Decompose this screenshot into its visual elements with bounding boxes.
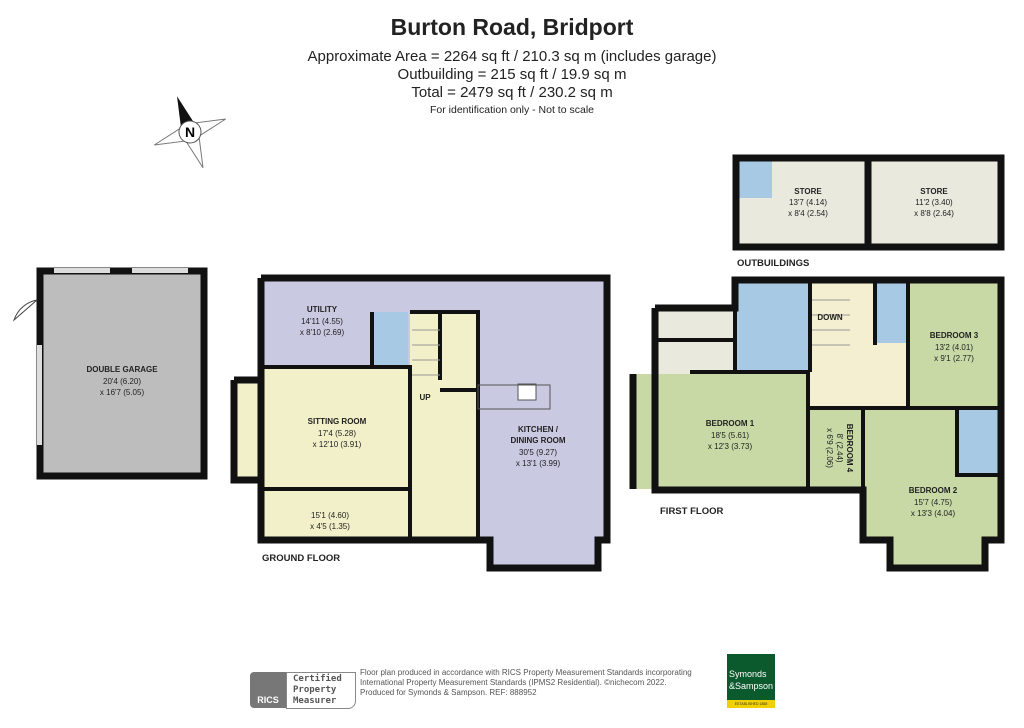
- certified-badge: Certified Property Measurer: [286, 672, 356, 709]
- bedroom-2-dim: x 13'3 (4.04): [911, 509, 956, 518]
- footer-line: Produced for Symonds & Sampson. REF: 888…: [360, 688, 537, 697]
- kitchen-dim: 30'5 (9.27): [519, 448, 557, 457]
- bedroom-1-label: BEDROOM 1: [706, 419, 755, 428]
- brand-name: &Sampson: [729, 681, 774, 691]
- brand-logo: Symonds &Sampson ESTABLISHED 1858: [727, 654, 775, 708]
- garage-dim: 20'4 (6.20): [103, 377, 141, 386]
- footer-notes: Floor plan produced in accordance with R…: [360, 668, 715, 698]
- store-1-label: STORE: [794, 187, 822, 196]
- kitchen-label: KITCHEN /: [518, 425, 559, 434]
- bedroom-1-dim: x 12'3 (3.73): [708, 442, 753, 451]
- compass-north-label: N: [185, 124, 195, 140]
- store-1-dim: x 8'4 (2.54): [788, 209, 828, 218]
- footer-line: Floor plan produced in accordance with R…: [360, 668, 692, 677]
- sitting-room-label: SITTING ROOM: [308, 417, 367, 426]
- bedroom-3-dim: x 9'1 (2.77): [934, 354, 974, 363]
- first-floor-label: FIRST FLOOR: [660, 506, 723, 517]
- bedroom-2-label: BEDROOM 2: [909, 486, 958, 495]
- brand-name: Symonds: [729, 669, 767, 679]
- bedroom-4-dim: x 6'9 (2.06): [825, 428, 834, 468]
- garage-dim: x 16'7 (5.05): [100, 388, 145, 397]
- sitting-room-dim: x 12'10 (3.91): [313, 440, 362, 449]
- store-2-dim: 11'2 (3.40): [915, 198, 953, 207]
- rics-logo: RICS: [250, 672, 286, 708]
- double-garage: DOUBLE GARAGE 20'4 (6.20) x 16'7 (5.05): [12, 267, 208, 480]
- bedroom-4-dim: 8' (2.44): [835, 433, 844, 462]
- first-floor: DOWN BEDROOM 1 18'5 (5.61) x 12'3 (3.73)…: [629, 276, 1005, 572]
- rics-logo-text: RICS: [257, 695, 279, 705]
- compass-icon: N: [154, 96, 226, 168]
- sitting-room-dim: 17'4 (5.28): [318, 429, 356, 438]
- kitchen-dim: x 13'1 (3.99): [516, 459, 561, 468]
- outbuildings-label: OUTBUILDINGS: [737, 258, 809, 269]
- store-1-dim: 13'7 (4.14): [789, 198, 827, 207]
- bedroom-1-dim: 18'5 (5.61): [711, 431, 749, 440]
- badge-line: Certified: [293, 674, 342, 684]
- bedroom-3-dim: 13'2 (4.01): [935, 343, 973, 352]
- kitchen-label: DINING ROOM: [510, 436, 565, 445]
- badge-line: Property: [293, 685, 337, 695]
- outbuildings: STORE 13'7 (4.14) x 8'4 (2.54) STORE 11'…: [732, 154, 1005, 269]
- store-2-dim: x 8'8 (2.64): [914, 209, 954, 218]
- bedroom-3-label: BEDROOM 3: [930, 331, 979, 340]
- utility-dim: x 8'10 (2.69): [300, 328, 345, 337]
- store-2-label: STORE: [920, 187, 948, 196]
- bedroom-4-label: BEDROOM 4: [845, 424, 854, 473]
- ground-floor: UTILITY 14'11 (4.55) x 8'10 (2.69) SITTI…: [230, 274, 611, 572]
- plan-title: Burton Road, Bridport: [390, 14, 634, 40]
- porch-dim: x 4'5 (1.35): [310, 522, 350, 531]
- ground-floor-label: GROUND FLOOR: [262, 553, 340, 564]
- bedroom-2-dim: 15'7 (4.75): [914, 498, 952, 507]
- footer-line: International Property Measurement Stand…: [360, 678, 667, 687]
- badge-line: Measurer: [293, 696, 337, 706]
- stairs-up-label: UP: [419, 393, 431, 402]
- stairs-down-label: DOWN: [817, 313, 843, 322]
- outbuilding-area: Outbuilding = 215 sq ft / 19.9 sq m: [397, 66, 627, 83]
- total-area: Total = 2479 sq ft / 230.2 sq m: [411, 84, 613, 101]
- disclaimer: For identification only - Not to scale: [430, 104, 594, 116]
- utility-label: UTILITY: [307, 305, 338, 314]
- brand-tagline: ESTABLISHED 1858: [727, 700, 775, 708]
- approximate-area: Approximate Area = 2264 sq ft / 210.3 sq…: [307, 48, 717, 65]
- utility-dim: 14'11 (4.55): [301, 317, 343, 326]
- garage-label: DOUBLE GARAGE: [86, 365, 158, 374]
- porch-dim: 15'1 (4.60): [311, 511, 349, 520]
